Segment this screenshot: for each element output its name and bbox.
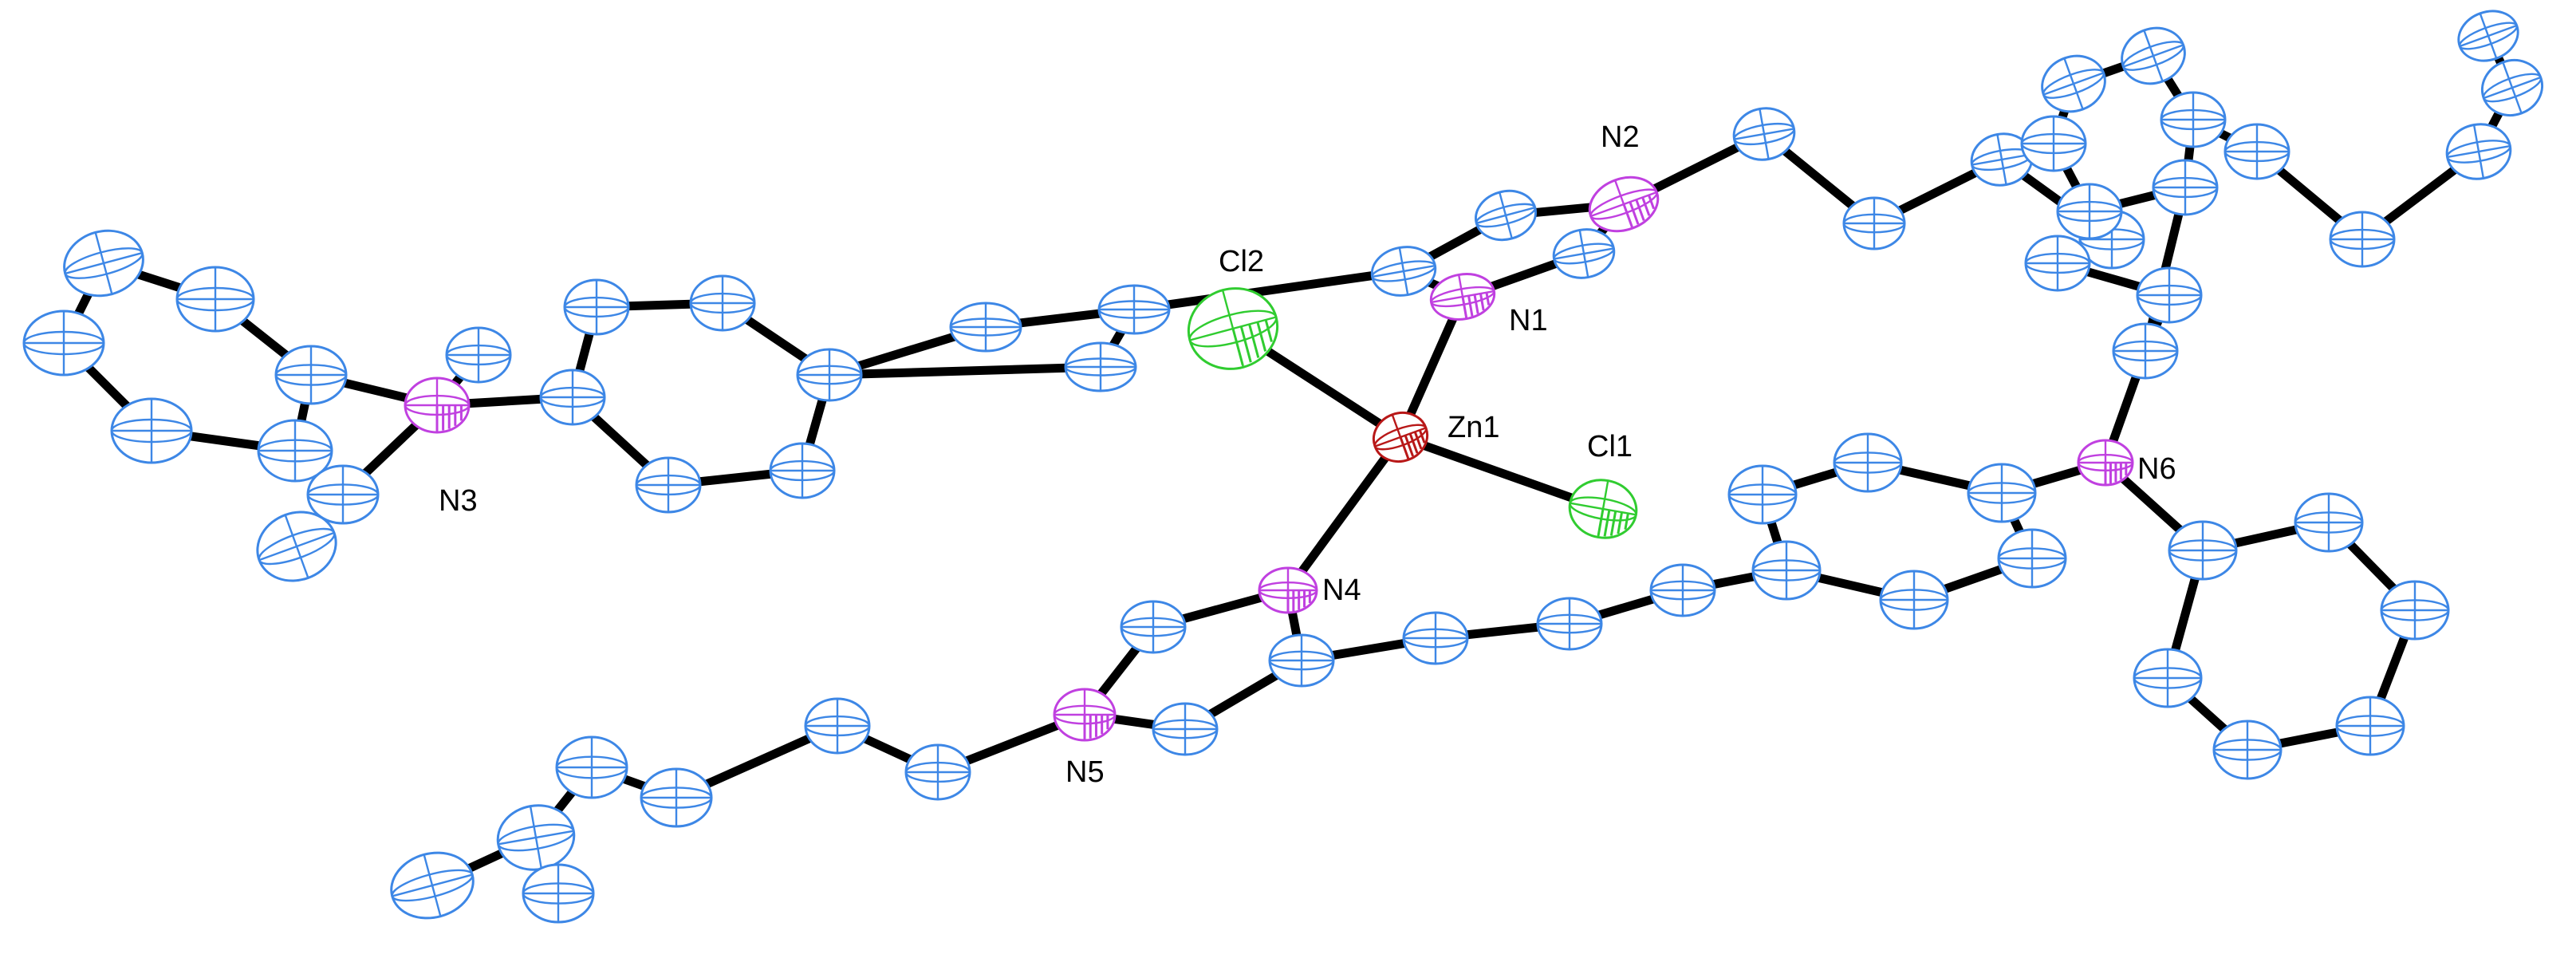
atom-ub3-carbon bbox=[1064, 341, 1137, 392]
atom-r1f-carbon bbox=[2020, 115, 2087, 172]
atom-l1d-carbon bbox=[22, 310, 105, 377]
atom-bb6-carbon bbox=[390, 851, 475, 920]
atom-ub7-carbon bbox=[539, 369, 606, 426]
atom-r1e-carbon bbox=[2056, 183, 2123, 240]
atom-bb3-carbon bbox=[640, 767, 713, 828]
atom-r2a-carbon bbox=[2223, 123, 2290, 180]
atom-pm6-carbon bbox=[1997, 528, 2067, 589]
bond-ub3-ub4 bbox=[825, 362, 1105, 380]
atom-pm2-carbon bbox=[1833, 432, 1903, 493]
atom-ca1-carbon bbox=[1370, 246, 1437, 297]
atom-n5 bbox=[1053, 688, 1117, 742]
atom-ca3-carbon bbox=[1552, 228, 1616, 279]
label-n1: N1 bbox=[1509, 304, 1548, 337]
atom-cb3-carbon bbox=[1120, 600, 1187, 654]
atom-ba1-carbon bbox=[1732, 107, 1796, 161]
atom-lb2-carbon bbox=[1536, 597, 1603, 651]
atom-ub5-carbon bbox=[689, 274, 756, 332]
bond-cA1-ub1 bbox=[1129, 266, 1408, 314]
atom-r3c-carbon bbox=[2380, 580, 2450, 641]
atom-pm4-carbon bbox=[1751, 540, 1822, 601]
atom-ub4-carbon bbox=[796, 348, 863, 402]
label-n6: N6 bbox=[2137, 452, 2176, 486]
atom-r3a-carbon bbox=[2168, 520, 2238, 581]
atom-ub9-carbon bbox=[769, 442, 836, 499]
atom-r3d-carbon bbox=[2335, 696, 2405, 756]
atom-lb3-carbon bbox=[1402, 611, 1469, 665]
atom-r2e-carbon bbox=[2457, 10, 2519, 62]
atom-r1a-carbon bbox=[2041, 54, 2106, 113]
atom-cb1-carbon bbox=[1268, 633, 1335, 688]
atom-l1e-carbon bbox=[110, 397, 193, 464]
atom-cl2 bbox=[1187, 287, 1279, 370]
atom-ub8-carbon bbox=[635, 456, 702, 514]
atom-n6 bbox=[2077, 439, 2134, 487]
atom-r1d-carbon bbox=[2152, 159, 2219, 216]
atom-n2 bbox=[1588, 175, 1660, 233]
atom-pm5-carbon bbox=[1879, 570, 1949, 630]
atom-bb4-carbon bbox=[555, 735, 628, 799]
label-cl1: Cl1 bbox=[1587, 430, 1633, 463]
bond-Zn1-N4 bbox=[1283, 432, 1405, 595]
atom-r1c-carbon bbox=[2160, 91, 2227, 148]
atom-l1f-carbon bbox=[257, 419, 333, 483]
label-cl2: Cl2 bbox=[1219, 245, 1264, 278]
atom-cl1 bbox=[1568, 479, 1638, 539]
atom-bb2-carbon bbox=[804, 697, 871, 755]
label-n5: N5 bbox=[1065, 755, 1105, 789]
atom-ub1-carbon bbox=[1097, 284, 1171, 335]
atom-bb1-carbon bbox=[904, 743, 971, 801]
atom-r3f-carbon bbox=[2133, 648, 2203, 708]
atom-lb1-carbon bbox=[1649, 563, 1716, 617]
atom-r2c-carbon bbox=[2445, 123, 2512, 180]
atom-l2c-carbon bbox=[256, 511, 337, 582]
atom-n1 bbox=[1429, 273, 1496, 321]
label-n2: N2 bbox=[1601, 120, 1640, 154]
atom-ba2-carbon bbox=[1842, 196, 1906, 250]
atom-r2d-carbon bbox=[2480, 59, 2544, 116]
atom-r1b-carbon bbox=[2121, 26, 2186, 85]
label-n3: N3 bbox=[439, 484, 478, 518]
atom-l2a-carbon bbox=[445, 326, 512, 384]
atom-ub6-carbon bbox=[563, 278, 630, 336]
atom-n4 bbox=[1258, 566, 1318, 614]
atom-r2b-carbon bbox=[2329, 211, 2396, 268]
label-zn1: Zn1 bbox=[1448, 411, 1499, 444]
atom-l1a-carbon bbox=[274, 345, 348, 405]
atom-r3b-carbon bbox=[2294, 492, 2364, 553]
atom-n6b-carbon bbox=[2136, 266, 2203, 324]
atom-n6a-carbon bbox=[2112, 322, 2179, 380]
atoms-layer bbox=[22, 10, 2544, 924]
atom-ba3-carbon bbox=[1970, 132, 2034, 187]
labels-layer: Zn1 Cl1 Cl2 N1 N2 N3 N4 N5 N6 bbox=[439, 120, 2176, 789]
atom-cb2-carbon bbox=[1152, 702, 1219, 756]
atom-r3e-carbon bbox=[2212, 720, 2283, 780]
atom-zn1 bbox=[1372, 412, 1429, 463]
atom-n3 bbox=[404, 377, 471, 434]
atom-l1c-carbon bbox=[63, 229, 144, 298]
label-n4: N4 bbox=[1322, 574, 1361, 607]
atom-ca2-carbon bbox=[1474, 189, 1538, 242]
atom-l1b-carbon bbox=[175, 266, 255, 333]
atom-l2b-carbon bbox=[306, 464, 380, 525]
atom-ub2-carbon bbox=[949, 302, 1022, 353]
atom-pm1-carbon bbox=[1967, 463, 2037, 523]
atom-n6c-carbon bbox=[2024, 235, 2091, 292]
bond-Zn1-Cl1 bbox=[1396, 432, 1608, 514]
atom-bb7-carbon bbox=[522, 863, 595, 924]
atom-pm3-carbon bbox=[1727, 464, 1798, 525]
